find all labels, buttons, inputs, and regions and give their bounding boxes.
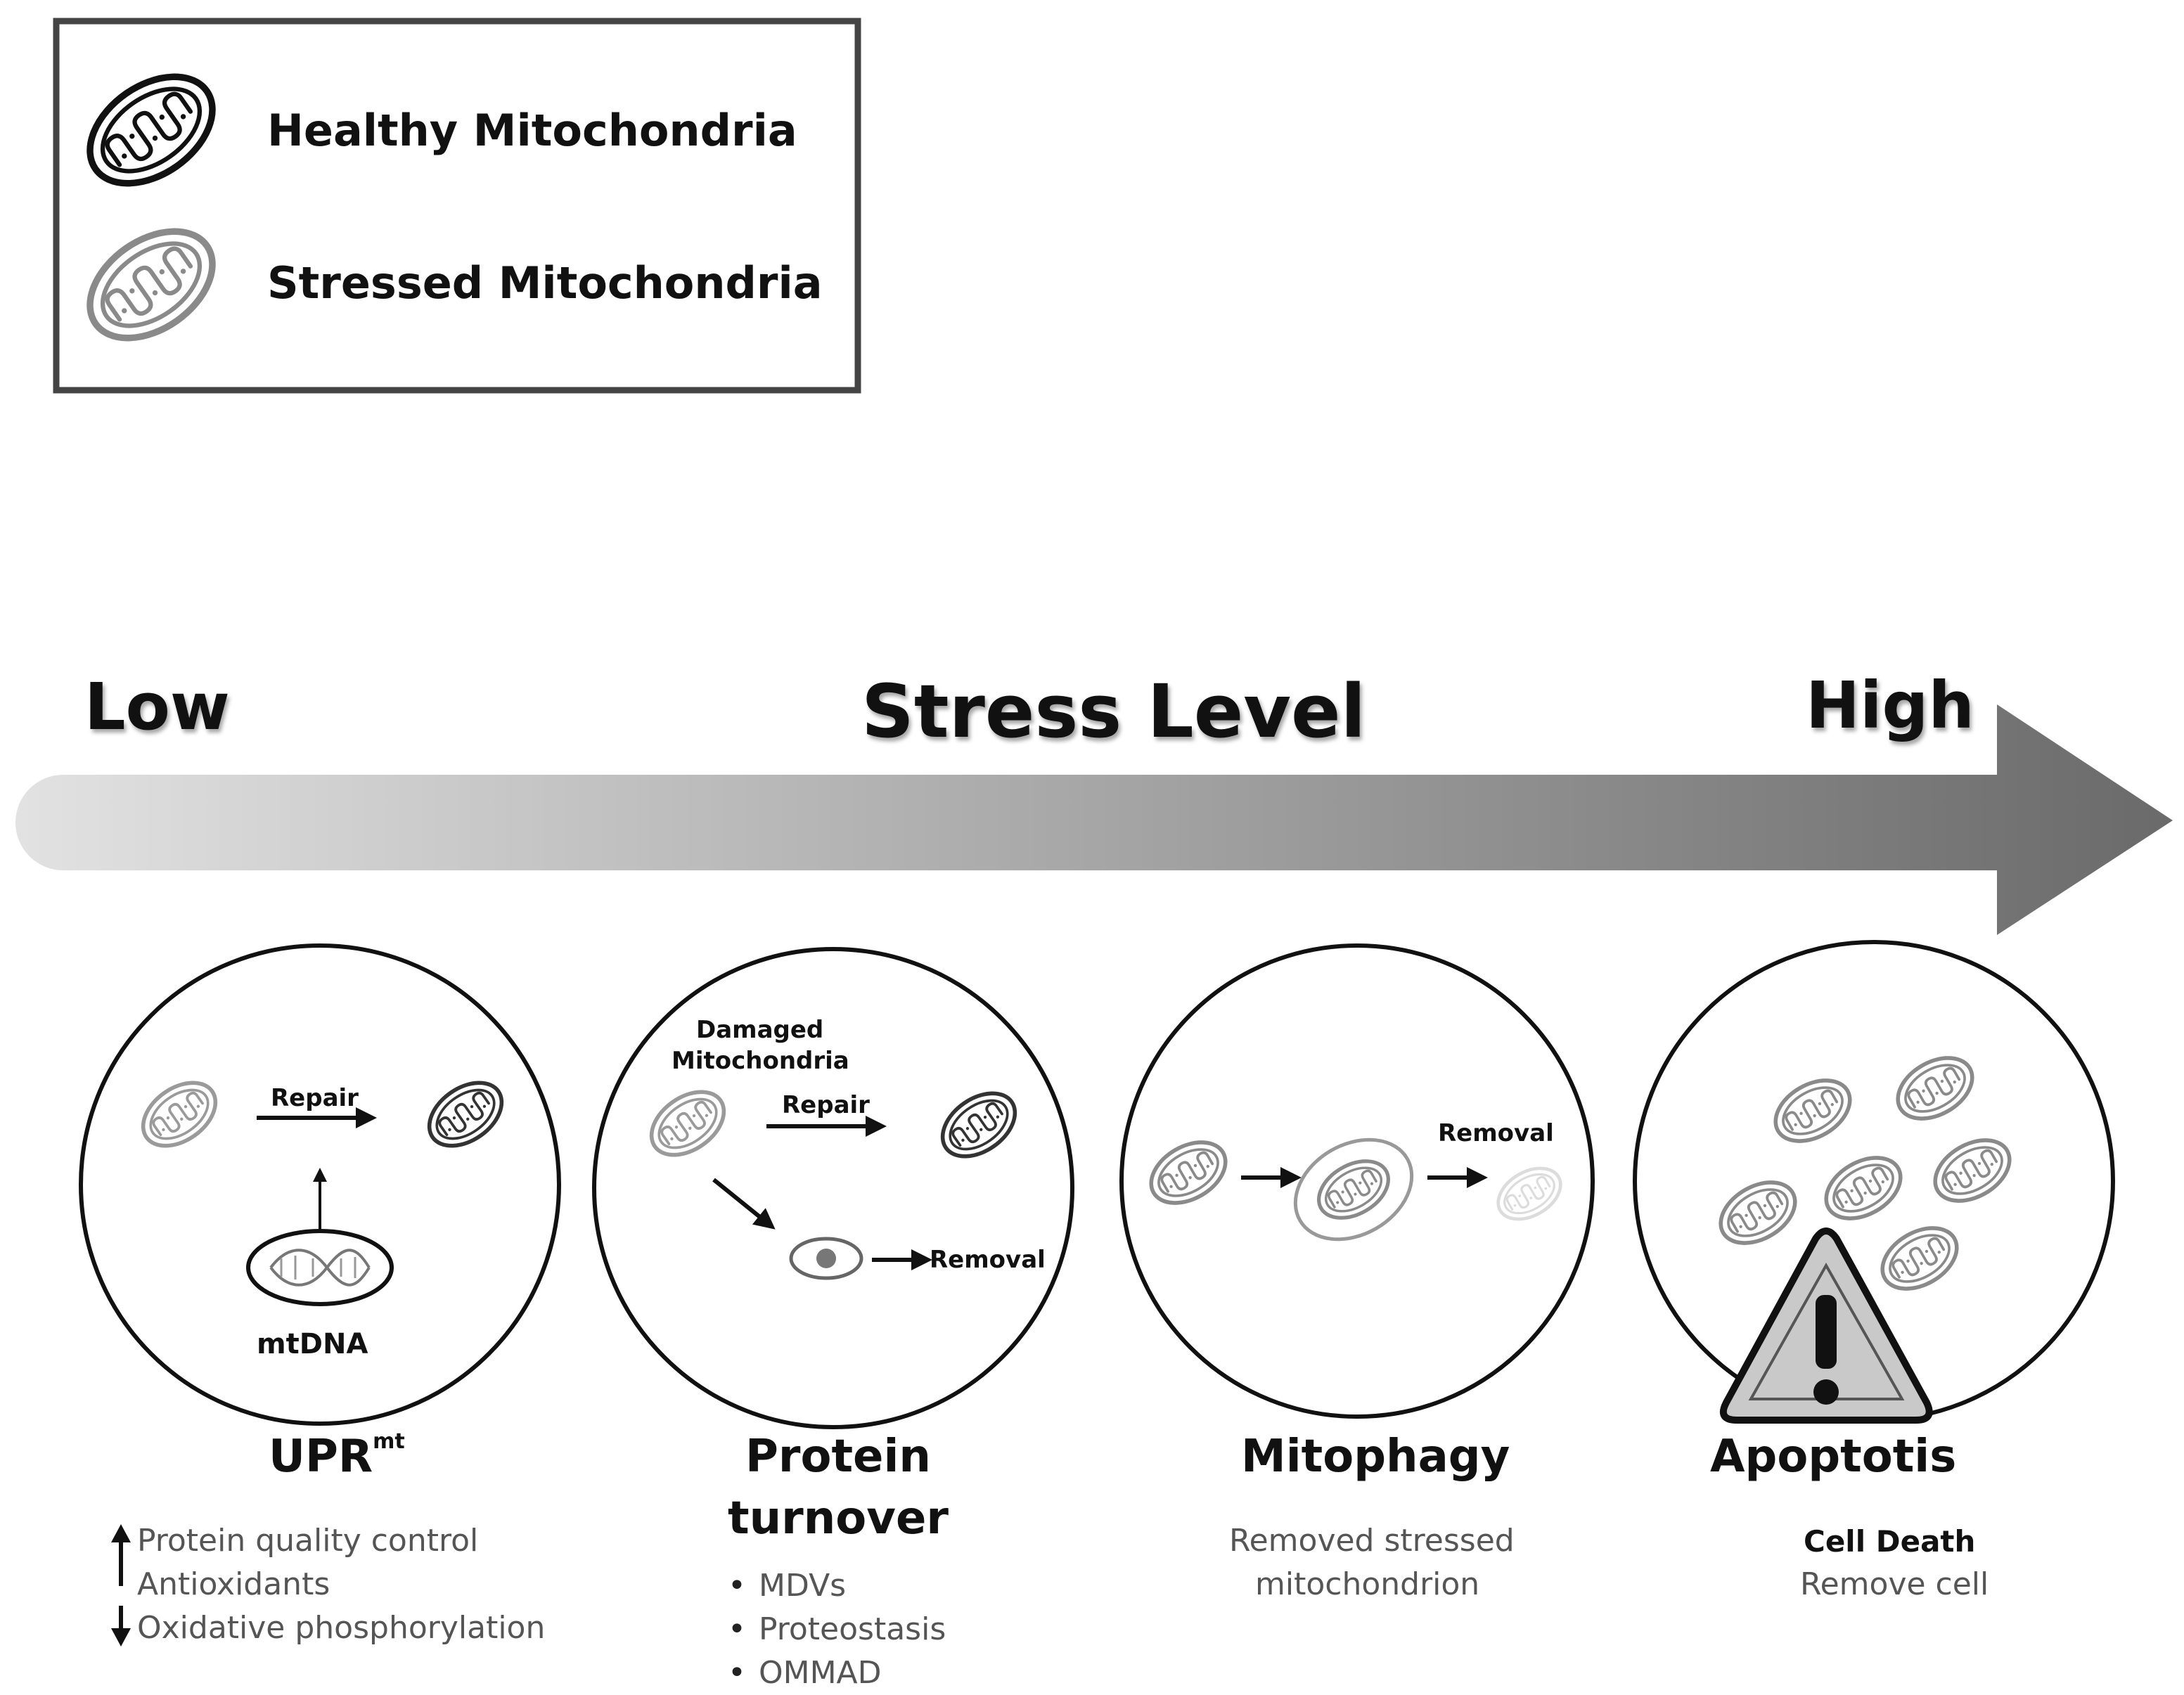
turnover-panel-circle (592, 947, 1074, 1429)
upr-up-down-arrows (111, 1524, 131, 1646)
mitophagy-desc-line1: Removed stressed (1229, 1523, 1515, 1559)
damaged-label-line2: Mitochondria (672, 1047, 849, 1075)
apoptosis-desc: Remove cell (1800, 1566, 1989, 1602)
warning-icon (1720, 1227, 1933, 1424)
apoptosis-title: Apoptotis (1710, 1431, 1957, 1483)
upr-title-text: UPR (269, 1431, 373, 1483)
upr-title: UPRmt (269, 1431, 405, 1480)
mitophagy-removal-label: Removal (1438, 1119, 1554, 1147)
apoptosis-desc-bold: Cell Death (1804, 1524, 1976, 1559)
turnover-title-line1: Protein (745, 1431, 931, 1483)
upr-effect-2: Antioxidants (137, 1566, 330, 1602)
turnover-bullet-2: Proteostasis (728, 1608, 946, 1651)
turnover-removal-label: Removal (930, 1246, 1046, 1274)
turnover-diagonal-arrow (712, 1178, 776, 1230)
upr-effect-1: Protein quality control (137, 1523, 479, 1559)
mtdna-label: mtDNA (257, 1328, 368, 1360)
stress-arrow (15, 704, 2173, 935)
mdv-vesicle-icon (789, 1237, 863, 1280)
upr-title-sup: mt (373, 1429, 405, 1454)
mitophagy-title: Mitophagy (1241, 1431, 1510, 1483)
legend-box (53, 18, 861, 394)
turnover-bullet-1: MDVs (728, 1564, 946, 1608)
damaged-label-line1: Damaged (696, 1016, 824, 1044)
turnover-bullet-3: OMMAD (728, 1651, 946, 1695)
scale-low-label: Low (84, 669, 230, 745)
legend-stressed-label: Stressed Mitochondria (267, 257, 823, 309)
turnover-bullet-list: MDVs Proteostasis OMMAD (728, 1564, 946, 1695)
mtdna-icon (246, 1229, 394, 1306)
scale-title: Stress Level (861, 669, 1366, 754)
mitophagy-desc-line2: mitochondrion (1255, 1566, 1480, 1602)
autophagosome-icon (1293, 1137, 1414, 1242)
upr-effect-3: Oxidative phosphorylation (137, 1610, 546, 1646)
turnover-title-line2: turnover (728, 1493, 949, 1545)
legend-healthy-label: Healthy Mitochondria (267, 105, 797, 156)
upr-repair-label: Repair (271, 1084, 359, 1112)
turnover-repair-label: Repair (782, 1091, 870, 1119)
scale-high-label: High (1806, 668, 1974, 743)
